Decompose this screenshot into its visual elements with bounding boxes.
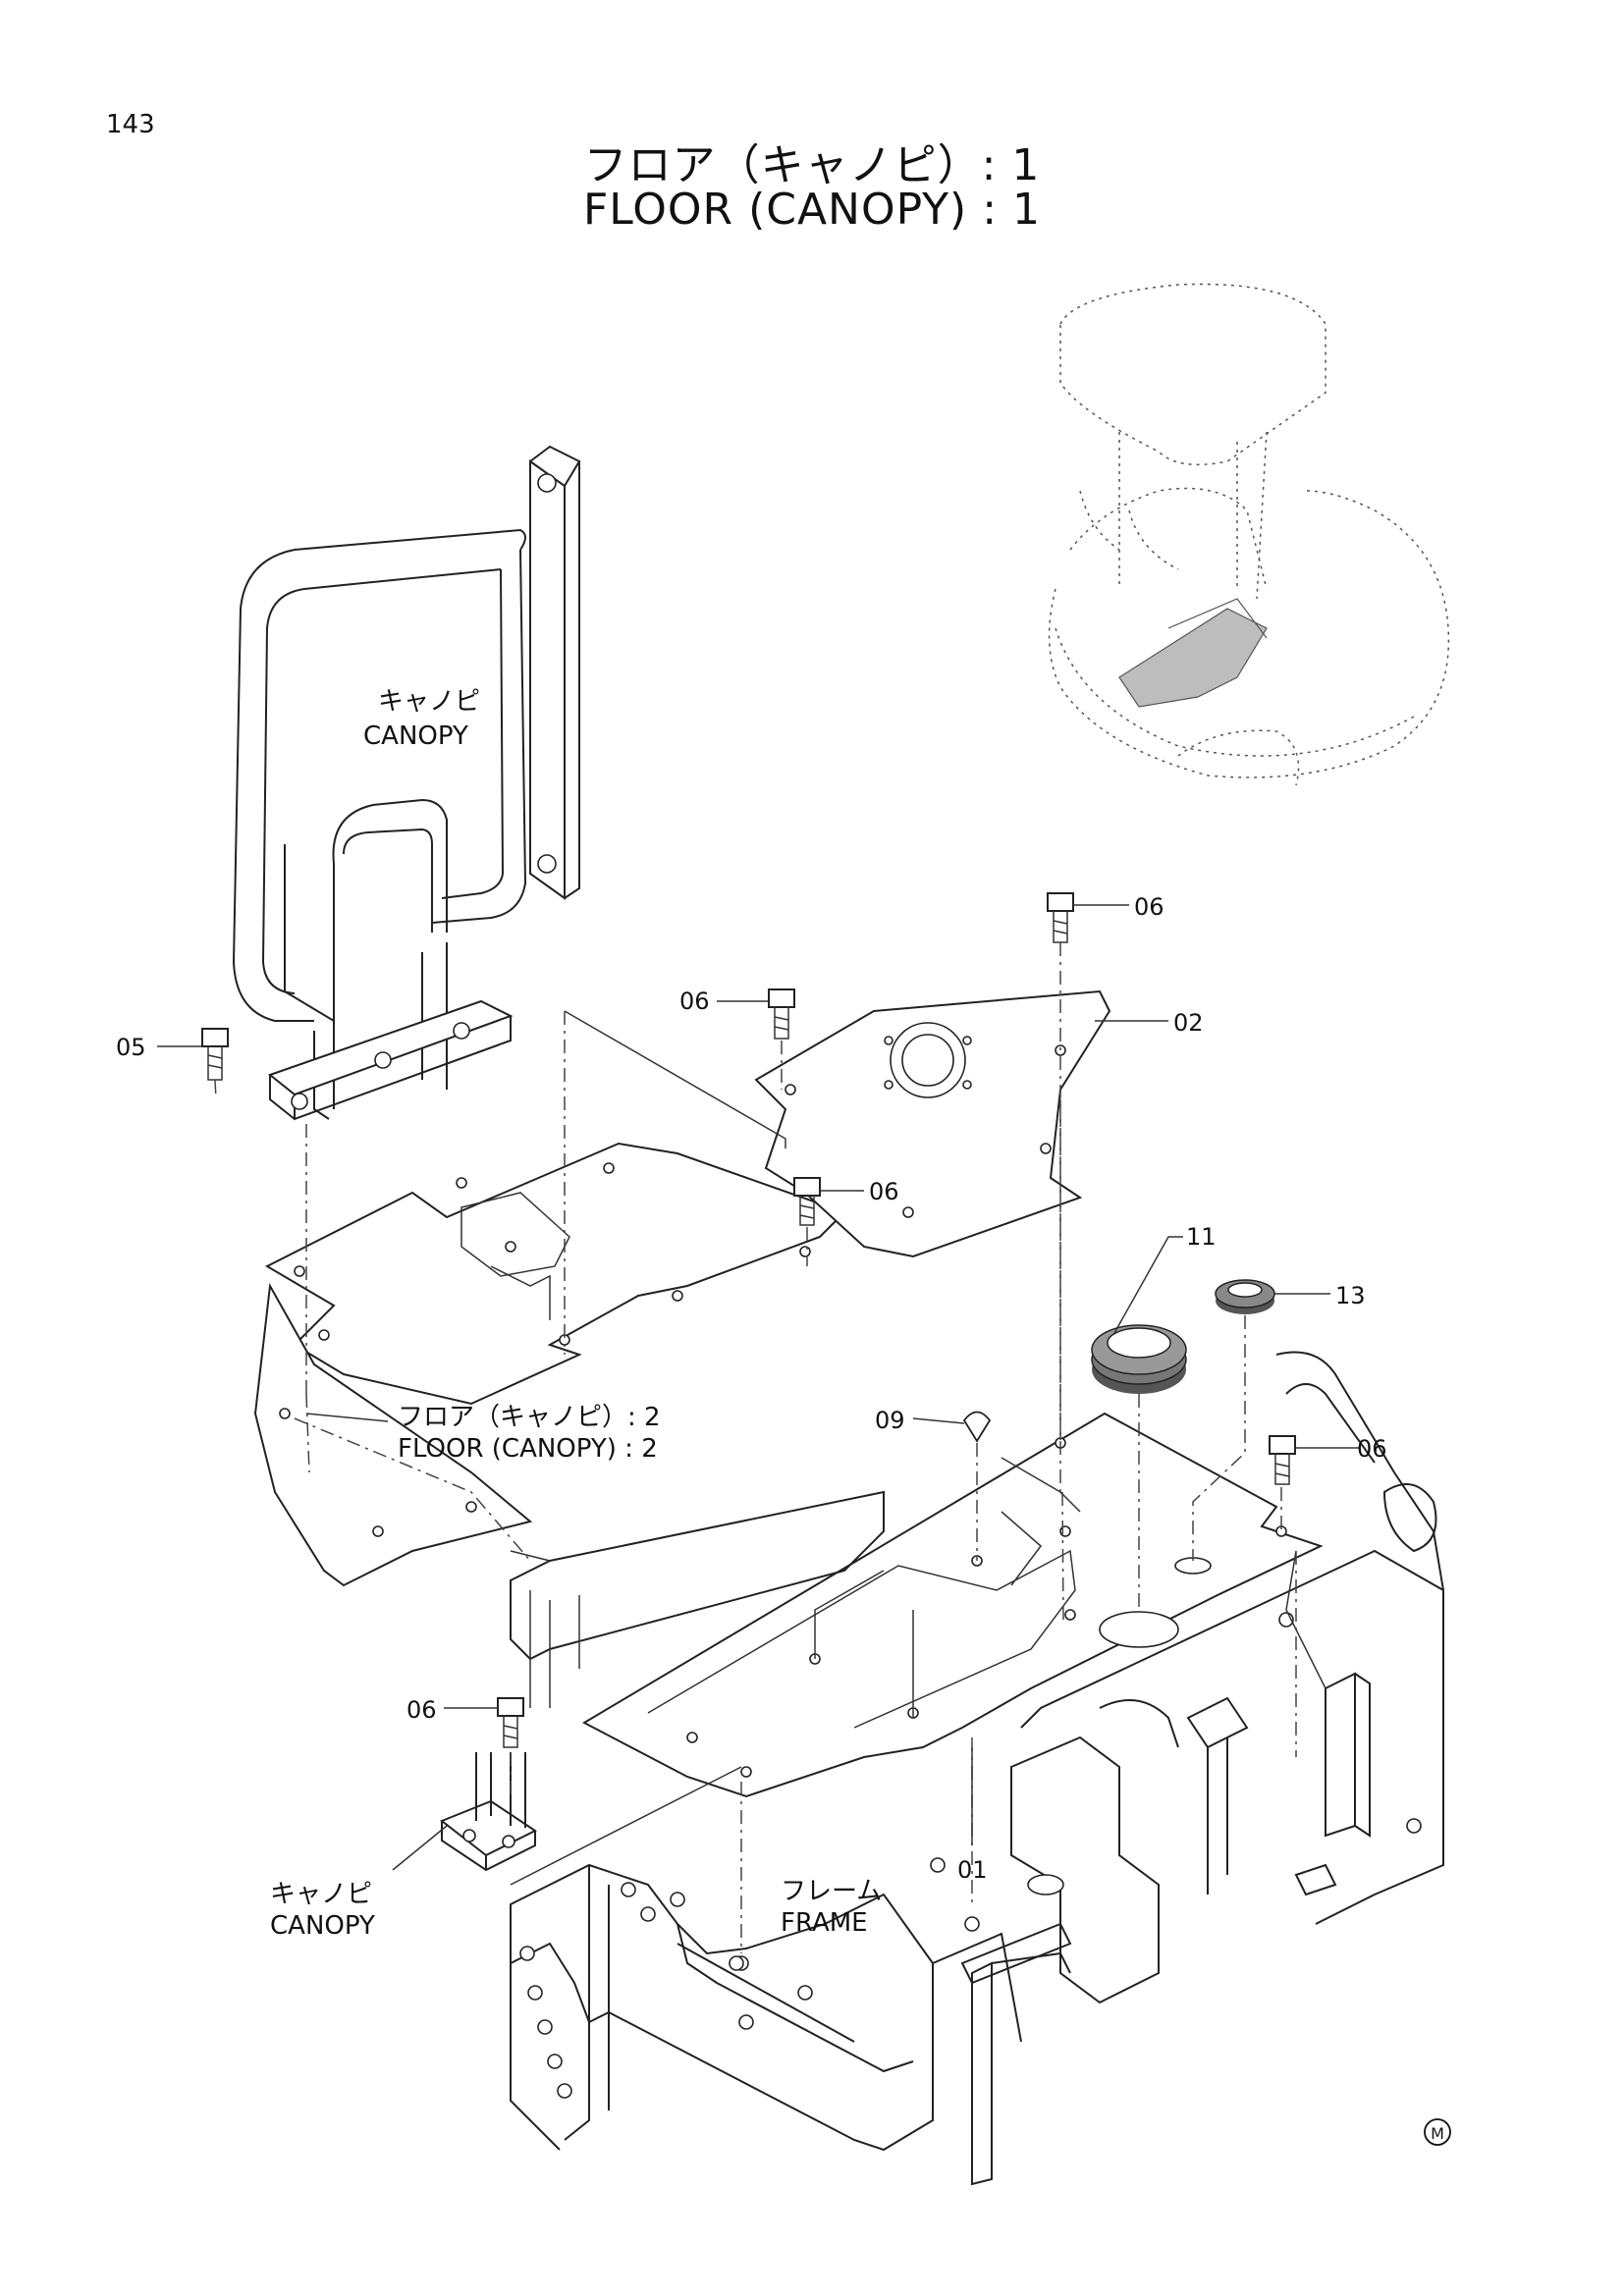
part-callouts: 05 06 06 06 06 06 02 09 11 13 01 [116, 893, 1387, 1884]
m-mark: M [1424, 2118, 1451, 2146]
callout-13: 13 [1335, 1282, 1366, 1309]
callout-06-center: 06 [679, 988, 710, 1015]
floor-canopy-2-plate [253, 1142, 846, 1587]
callout-06-top-right: 06 [1134, 893, 1164, 921]
callout-05: 05 [116, 1034, 146, 1061]
callout-02: 02 [1173, 1009, 1204, 1037]
floor2-label-en: FLOOR (CANOPY) : 2 [398, 1434, 658, 1464]
bolt-06-top-right [1047, 892, 1074, 943]
callout-06-right: 06 [1357, 1435, 1387, 1463]
callout-06-bottom-left: 06 [406, 1696, 437, 1724]
page-title-english: FLOOR (CANOPY) : 1 [582, 185, 1041, 235]
bolt-06-right [1269, 1435, 1296, 1485]
bolt-06-center [768, 988, 795, 1040]
assembly-lines [214, 942, 1326, 1953]
bolt-06-floor2 [793, 1177, 821, 1226]
diagram-labels: キャノピ CANOPY フロア（キャノピ）: 2 FLOOR (CANOPY) … [270, 687, 882, 1941]
frame-label-jp: フレーム [781, 1877, 882, 1906]
canopy-bracket-bottom [440, 1752, 537, 1872]
frame-label-en: FRAME [781, 1908, 868, 1938]
callout-11: 11 [1186, 1223, 1217, 1251]
callout-06-floor2: 06 [869, 1178, 899, 1205]
canopy-label-en-top: CANOPY [363, 721, 468, 751]
page-title-japanese: フロア（キャノピ）: 1 [583, 140, 1041, 190]
machine-overview-inset [1048, 283, 1450, 786]
part-01-floor-plate [581, 1412, 1324, 1798]
callout-01: 01 [957, 1856, 988, 1884]
machine-frame [510, 1351, 1444, 2186]
bolt-05 [201, 1028, 229, 1081]
callout-09: 09 [875, 1407, 905, 1434]
canopy-label-jp-top: キャノピ [378, 687, 480, 717]
page-number: 143 [106, 110, 155, 139]
floor2-label-jp: フロア（キャノピ）: 2 [398, 1403, 661, 1432]
part-11-grommet [1091, 1324, 1187, 1394]
canopy-label-jp-bottom: キャノピ [270, 1880, 372, 1909]
part-09-clip [962, 1411, 992, 1443]
canopy-label-en-bottom: CANOPY [270, 1911, 375, 1941]
canopy-frame-part [232, 445, 581, 1121]
callout-leaders [157, 904, 1360, 1871]
bolt-06-bottom-left [497, 1697, 524, 1748]
m-mark-letter: M [1431, 2124, 1444, 2143]
part-13-grommet [1215, 1279, 1275, 1314]
